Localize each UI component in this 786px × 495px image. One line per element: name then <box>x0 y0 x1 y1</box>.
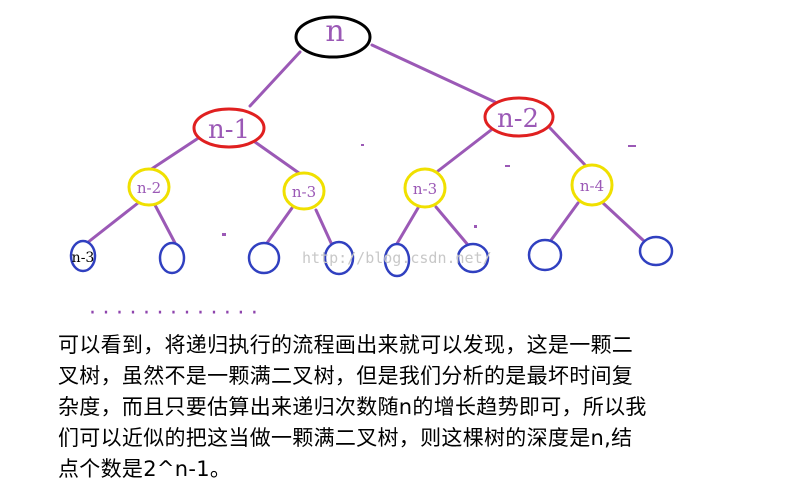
node-rl <box>403 167 447 209</box>
explanation-line: 们可以近似的把这当做一颗满二叉树，则这棵树的深度是n,结 <box>58 426 633 450</box>
stray-mark <box>222 233 226 236</box>
ellipsis-dots: ············· <box>89 301 264 320</box>
stray-mark <box>628 145 636 147</box>
node-rl-label: n-3 <box>413 180 437 198</box>
leaf-node <box>456 242 490 274</box>
stray-mark <box>505 165 510 167</box>
explanation-line: 点个数是2^n-1。 <box>58 457 232 481</box>
edge-lr-leaf4 <box>314 208 334 247</box>
explanation-text: 可以看到，将递归执行的流程画出来就可以发现，这是一颗二 叉树，虽然不是一颗满二叉… <box>58 330 723 485</box>
edge-right-rl <box>436 125 497 173</box>
node-right-label: n-2 <box>497 104 539 134</box>
recursion-tree: n n-1 n-2 n-2 n-3 n-3 n-4 n-3 http://blo… <box>69 14 674 320</box>
edge-rl-leaf5 <box>393 206 420 249</box>
leaf-nodes <box>69 235 674 278</box>
edge-right-rr <box>548 126 588 168</box>
stray-mark <box>361 144 364 146</box>
node-right <box>483 96 555 138</box>
node-lr <box>282 171 326 211</box>
node-left-label: n-1 <box>208 115 250 145</box>
node-ll <box>127 167 171 207</box>
edge-left-lr <box>253 140 308 180</box>
explanation-line: 可以看到，将递归执行的流程画出来就可以发现，这是一颗二 <box>58 333 634 357</box>
edge-rl-leaf6 <box>434 205 470 247</box>
node-root <box>294 15 372 59</box>
edge-lr-leaf3 <box>265 206 294 245</box>
leaf-node <box>69 239 97 273</box>
node-left <box>192 107 266 149</box>
node-rr <box>570 163 614 207</box>
leaf-node <box>158 241 186 275</box>
leaf1-label: n-3 <box>72 250 95 266</box>
leaf-node <box>638 235 674 267</box>
node-ll-label: n-2 <box>137 179 161 197</box>
edge-root-right <box>370 43 497 104</box>
leaf-node <box>383 242 411 278</box>
watermark: http://blog.csdn.net/ <box>302 249 492 267</box>
explanation-line: 杂度，而且只要估算出来递归次数随n的增长趋势即可，所以我 <box>58 395 647 419</box>
tree-edges <box>85 43 646 249</box>
edge-left-ll <box>148 135 202 172</box>
node-rr-label: n-4 <box>580 177 604 195</box>
stray-mark <box>474 225 477 228</box>
node-root-label: n <box>325 14 344 49</box>
node-lr-label: n-3 <box>292 183 316 201</box>
edge-ll-leaf2 <box>153 203 177 245</box>
stray-marks <box>222 144 636 236</box>
leaf-node <box>323 240 355 276</box>
edge-ll-leaf1 <box>85 201 140 245</box>
edge-rr-leaf8 <box>601 201 646 243</box>
edge-root-left <box>248 50 302 108</box>
leaf-node <box>247 241 281 275</box>
explanation-line: 叉树，虽然不是一颗满二叉树，但是我们分析的是最坏时间复 <box>58 364 634 388</box>
leaf-node <box>527 238 563 272</box>
edge-rr-leaf7 <box>547 201 580 245</box>
